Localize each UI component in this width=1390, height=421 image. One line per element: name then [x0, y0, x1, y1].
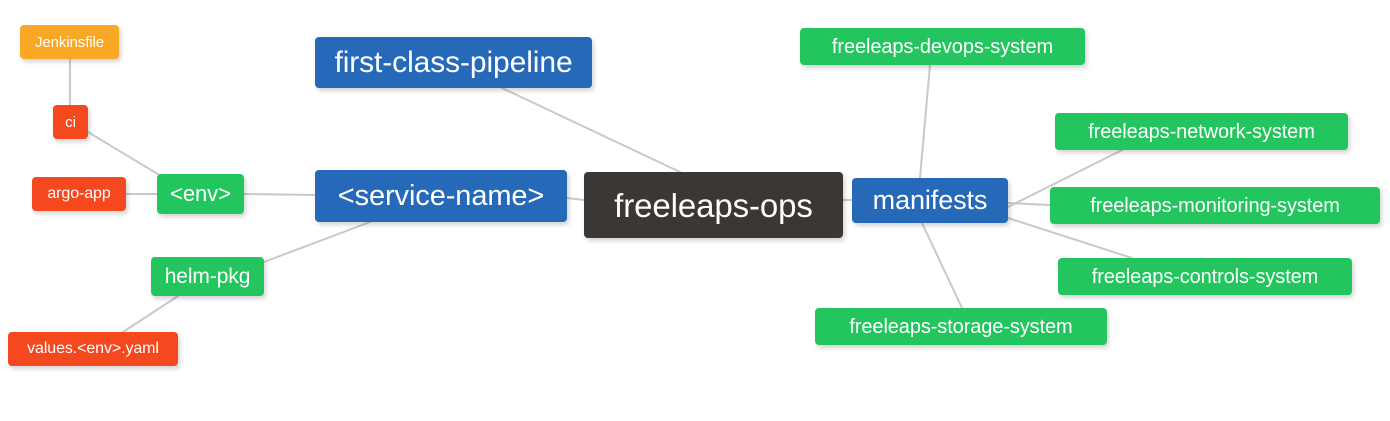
node-freeleaps-devops-system[interactable]: freeleaps-devops-system — [800, 28, 1085, 65]
node-env[interactable]: <env> — [157, 174, 244, 214]
edge-ci-env — [87, 131, 162, 177]
node-freeleaps-monitoring-system[interactable]: freeleaps-monitoring-system — [1050, 187, 1380, 224]
node-values-yaml[interactable]: values.<env>.yaml — [8, 332, 178, 366]
node-ci[interactable]: ci — [53, 105, 88, 139]
node-freeleaps-network-system[interactable]: freeleaps-network-system — [1055, 113, 1348, 150]
edge-manifests-devops — [919, 64, 931, 179]
node-service-name[interactable]: <service-name> — [315, 170, 567, 222]
edge-servicename-ops — [566, 197, 585, 201]
node-freeleaps-storage-system[interactable]: freeleaps-storage-system — [815, 308, 1107, 345]
node-helm-pkg[interactable]: helm-pkg — [151, 257, 264, 296]
node-manifests[interactable]: manifests — [852, 178, 1008, 223]
edge-env-servicename — [243, 193, 316, 196]
edge-helmpkg-servicename — [263, 221, 371, 263]
edge-manifests-storage — [921, 222, 963, 309]
edge-manifests-monitoring — [1007, 202, 1051, 206]
node-freeleaps-ops[interactable]: freeleaps-ops — [584, 172, 843, 238]
node-argo-app[interactable]: argo-app — [32, 177, 126, 211]
node-freeleaps-controls-system[interactable]: freeleaps-controls-system — [1058, 258, 1352, 295]
node-jenkinsfile[interactable]: Jenkinsfile — [20, 25, 119, 59]
edge-values-helmpkg — [122, 295, 179, 333]
edge-manifests-controls — [1007, 217, 1133, 259]
node-first-class-pipeline[interactable]: first-class-pipeline — [315, 37, 592, 88]
edge-pipeline-ops — [501, 87, 681, 173]
